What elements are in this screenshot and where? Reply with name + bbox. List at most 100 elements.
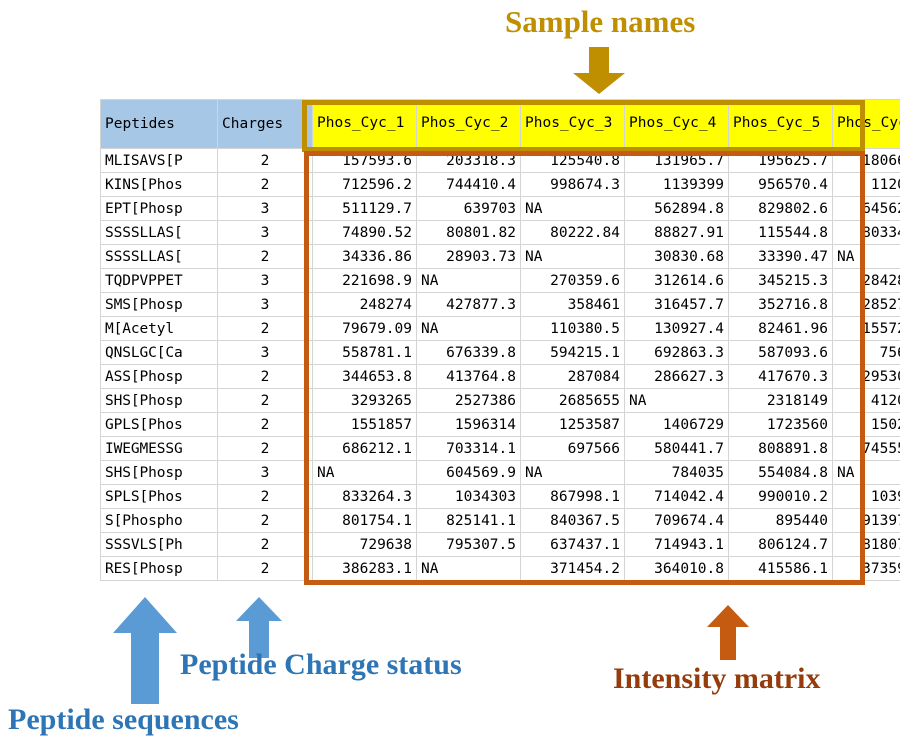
cell-intensity-s1[interactable]: 344653.8 bbox=[312, 364, 417, 389]
column-header-peptides[interactable]: Peptides bbox=[100, 99, 218, 149]
cell-charge[interactable]: 3 bbox=[217, 268, 313, 293]
cell-intensity-s3[interactable]: 697566 bbox=[520, 436, 625, 461]
cell-peptide[interactable]: EPT[Phosp bbox=[100, 196, 218, 221]
cell-intensity-s6[interactable]: 645625.4 bbox=[832, 196, 900, 221]
cell-intensity-s6[interactable]: 1120046 bbox=[832, 172, 900, 197]
cell-intensity-s3[interactable]: 840367.5 bbox=[520, 508, 625, 533]
cell-intensity-s1[interactable]: 221698.9 bbox=[312, 268, 417, 293]
cell-intensity-s2[interactable]: 703314.1 bbox=[416, 436, 521, 461]
cell-intensity-s3[interactable]: 371454.2 bbox=[520, 556, 625, 581]
cell-intensity-s3[interactable]: 867998.1 bbox=[520, 484, 625, 509]
column-header-sample-1[interactable]: Phos_Cyc_1 bbox=[312, 99, 417, 149]
cell-charge[interactable]: 3 bbox=[217, 196, 313, 221]
cell-intensity-s3[interactable]: NA bbox=[520, 460, 625, 485]
cell-intensity-s2[interactable]: NA bbox=[416, 556, 521, 581]
cell-intensity-s1[interactable]: 1551857 bbox=[312, 412, 417, 437]
cell-intensity-s5[interactable]: 990010.2 bbox=[728, 484, 833, 509]
cell-charge[interactable]: 2 bbox=[217, 316, 313, 341]
cell-intensity-s2[interactable]: 795307.5 bbox=[416, 532, 521, 557]
cell-intensity-s4[interactable]: 30830.68 bbox=[624, 244, 729, 269]
cell-intensity-s1[interactable]: NA bbox=[312, 460, 417, 485]
cell-intensity-s4[interactable]: 562894.8 bbox=[624, 196, 729, 221]
cell-charge[interactable]: 2 bbox=[217, 484, 313, 509]
cell-intensity-s2[interactable]: 80801.82 bbox=[416, 220, 521, 245]
cell-intensity-s2[interactable]: 427877.3 bbox=[416, 292, 521, 317]
cell-intensity-s1[interactable]: 558781.1 bbox=[312, 340, 417, 365]
cell-intensity-s5[interactable]: 345215.3 bbox=[728, 268, 833, 293]
spreadsheet-table[interactable]: Peptides Charges Phos_Cyc_1 Phos_Cyc_2 P… bbox=[100, 99, 900, 581]
cell-intensity-s4[interactable]: 714943.1 bbox=[624, 532, 729, 557]
cell-intensity-s4[interactable]: NA bbox=[624, 388, 729, 413]
cell-intensity-s4[interactable]: 312614.6 bbox=[624, 268, 729, 293]
cell-peptide[interactable]: MLISAVS[P bbox=[100, 148, 218, 173]
cell-intensity-s4[interactable]: 364010.8 bbox=[624, 556, 729, 581]
cell-intensity-s4[interactable]: 316457.7 bbox=[624, 292, 729, 317]
cell-intensity-s6[interactable]: 155724.4 bbox=[832, 316, 900, 341]
cell-charge[interactable]: 2 bbox=[217, 148, 313, 173]
cell-intensity-s1[interactable]: 833264.3 bbox=[312, 484, 417, 509]
cell-charge[interactable]: 2 bbox=[217, 508, 313, 533]
cell-intensity-s2[interactable]: NA bbox=[416, 316, 521, 341]
cell-intensity-s2[interactable]: NA bbox=[416, 268, 521, 293]
cell-intensity-s2[interactable]: 676339.8 bbox=[416, 340, 521, 365]
cell-intensity-s6[interactable]: 745552.6 bbox=[832, 436, 900, 461]
cell-charge[interactable]: 2 bbox=[217, 412, 313, 437]
cell-intensity-s5[interactable]: 82461.96 bbox=[728, 316, 833, 341]
cell-intensity-s2[interactable]: 413764.8 bbox=[416, 364, 521, 389]
cell-peptide[interactable]: SHS[Phosp bbox=[100, 460, 218, 485]
cell-intensity-s1[interactable]: 74890.52 bbox=[312, 220, 417, 245]
cell-charge[interactable]: 2 bbox=[217, 364, 313, 389]
cell-intensity-s6[interactable]: 80334.69 bbox=[832, 220, 900, 245]
cell-intensity-s3[interactable]: 594215.1 bbox=[520, 340, 625, 365]
cell-intensity-s2[interactable]: 639703 bbox=[416, 196, 521, 221]
cell-intensity-s6[interactable]: 818071.6 bbox=[832, 532, 900, 557]
cell-peptide[interactable]: IWEGMESSG bbox=[100, 436, 218, 461]
cell-intensity-s6[interactable]: 295301.9 bbox=[832, 364, 900, 389]
cell-charge[interactable]: 2 bbox=[217, 556, 313, 581]
cell-intensity-s3[interactable]: 1253587 bbox=[520, 412, 625, 437]
cell-intensity-s4[interactable]: 784035 bbox=[624, 460, 729, 485]
cell-intensity-s3[interactable]: NA bbox=[520, 244, 625, 269]
cell-intensity-s1[interactable]: 157593.6 bbox=[312, 148, 417, 173]
cell-charge[interactable]: 3 bbox=[217, 292, 313, 317]
column-header-sample-4[interactable]: Phos_Cyc_4 bbox=[624, 99, 729, 149]
cell-intensity-s6[interactable]: 1039246 bbox=[832, 484, 900, 509]
cell-intensity-s6[interactable]: 4120553 bbox=[832, 388, 900, 413]
cell-peptide[interactable]: KINS[Phos bbox=[100, 172, 218, 197]
cell-intensity-s5[interactable]: 829802.6 bbox=[728, 196, 833, 221]
cell-intensity-s5[interactable]: 2318149 bbox=[728, 388, 833, 413]
cell-intensity-s1[interactable]: 34336.86 bbox=[312, 244, 417, 269]
cell-charge[interactable]: 2 bbox=[217, 388, 313, 413]
cell-intensity-s5[interactable]: 352716.8 bbox=[728, 292, 833, 317]
cell-intensity-s5[interactable]: 806124.7 bbox=[728, 532, 833, 557]
cell-intensity-s1[interactable]: 729638 bbox=[312, 532, 417, 557]
cell-peptide[interactable]: RES[Phosp bbox=[100, 556, 218, 581]
cell-charge[interactable]: 2 bbox=[217, 532, 313, 557]
cell-intensity-s4[interactable]: 692863.3 bbox=[624, 340, 729, 365]
cell-intensity-s1[interactable]: 386283.1 bbox=[312, 556, 417, 581]
cell-intensity-s6[interactable]: 284286.5 bbox=[832, 268, 900, 293]
cell-intensity-s6[interactable]: 1502006 bbox=[832, 412, 900, 437]
cell-intensity-s6[interactable]: 180664.5 bbox=[832, 148, 900, 173]
cell-peptide[interactable]: TQDPVPPET bbox=[100, 268, 218, 293]
cell-peptide[interactable]: SPLS[Phos bbox=[100, 484, 218, 509]
cell-peptide[interactable]: S[Phospho bbox=[100, 508, 218, 533]
cell-intensity-s3[interactable]: 358461 bbox=[520, 292, 625, 317]
cell-intensity-s3[interactable]: 270359.6 bbox=[520, 268, 625, 293]
cell-charge[interactable]: 3 bbox=[217, 220, 313, 245]
cell-peptide[interactable]: SSSVLS[Ph bbox=[100, 532, 218, 557]
cell-intensity-s1[interactable]: 686212.1 bbox=[312, 436, 417, 461]
cell-intensity-s4[interactable]: 88827.91 bbox=[624, 220, 729, 245]
cell-intensity-s1[interactable]: 248274 bbox=[312, 292, 417, 317]
cell-intensity-s6[interactable]: 373595.6 bbox=[832, 556, 900, 581]
